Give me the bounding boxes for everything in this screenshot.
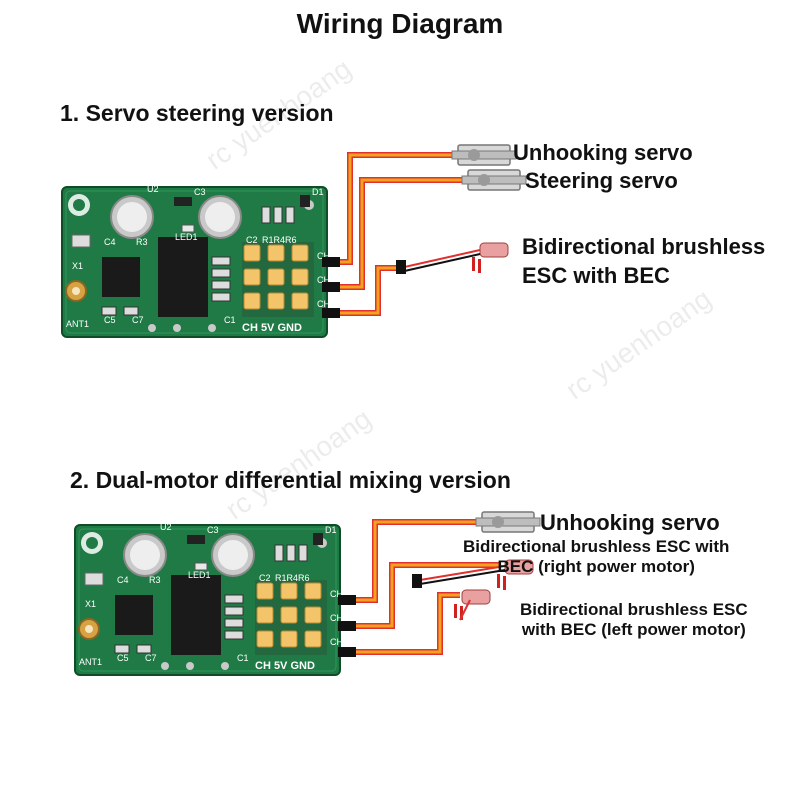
steering-servo-1 [461,169,527,191]
unhooking-servo-2 [475,511,541,533]
channel-label-ch1: CH1 [317,299,335,309]
led1-label: LED1 [175,232,198,242]
esc-1 [471,242,509,274]
channel-label-ch2: CH2 [317,275,335,285]
d1-label: D1 [325,525,337,535]
label-esc-right: Bidirectional brushless ESC with BEC (ri… [463,537,730,577]
label-esc-1: Bidirectional brushless ESC with BEC [522,234,766,288]
c4-label: C4 [117,575,129,585]
c2-label: C2 [246,235,258,245]
u2-label: U2 [160,522,172,532]
c3-label: C3 [207,525,219,535]
section-1-wires [322,144,527,318]
c1-label: C1 [237,653,249,663]
section-1-board: U2 C3 D1 C4 R3 LED1 X1 ANT1 C5 C7 C1 C2 … [61,184,335,338]
connector-ch1 [338,647,356,657]
section-2-board: U2 C3 D1 C4 R3 LED1 X1 ANT1 C5 C7 C1 C2 … [74,522,348,676]
label-unhooking-servo-1: Unhooking servo [513,140,693,165]
section-2-wires [338,511,541,657]
section-2-heading: 2. Dual-motor differential mixing versio… [70,467,511,493]
x1-label: X1 [72,261,83,271]
c3-label: C3 [194,187,206,197]
channel-label-ch3: CH3 [330,589,348,599]
connector-ch2 [338,621,356,631]
label-steering-servo-1: Steering servo [525,168,678,193]
channel-label-ch2: CH2 [330,613,348,623]
header-label: CH 5V GND [242,322,302,334]
c4-label: C4 [104,237,116,247]
c5-label: C5 [104,315,116,325]
connector-ch3 [322,257,340,267]
channel-label-ch1: CH1 [330,637,348,647]
led1-label: LED1 [188,570,211,580]
u2-label: U2 [147,184,159,194]
c7-label: C7 [145,653,157,663]
label-esc-left: Bidirectional brushless ESC with BEC (le… [520,600,748,640]
unhooking-servo-1 [451,144,517,166]
d1-label: D1 [312,187,324,197]
c7-label: C7 [132,315,144,325]
ant1-label: ANT1 [79,657,102,667]
channel-label-ch3: CH3 [317,251,335,261]
header-label: CH 5V GND [255,660,315,672]
r3-label: R3 [136,237,148,247]
label-unhooking-servo-2: Unhooking servo [540,510,720,535]
connector-ch3 [338,595,356,605]
section-1-heading: 1. Servo steering version [60,100,334,126]
page-title: Wiring Diagram [296,8,504,39]
c5-label: C5 [117,653,129,663]
connector-ch2 [322,282,340,292]
resistor-label: R1R4R6 [275,573,310,583]
ant1-label: ANT1 [66,319,89,329]
resistor-label: R1R4R6 [262,235,297,245]
connector-ch1 [322,308,340,318]
x1-label: X1 [85,599,96,609]
r3-label: R3 [149,575,161,585]
c1-label: C1 [224,315,236,325]
c2-label: C2 [259,573,271,583]
